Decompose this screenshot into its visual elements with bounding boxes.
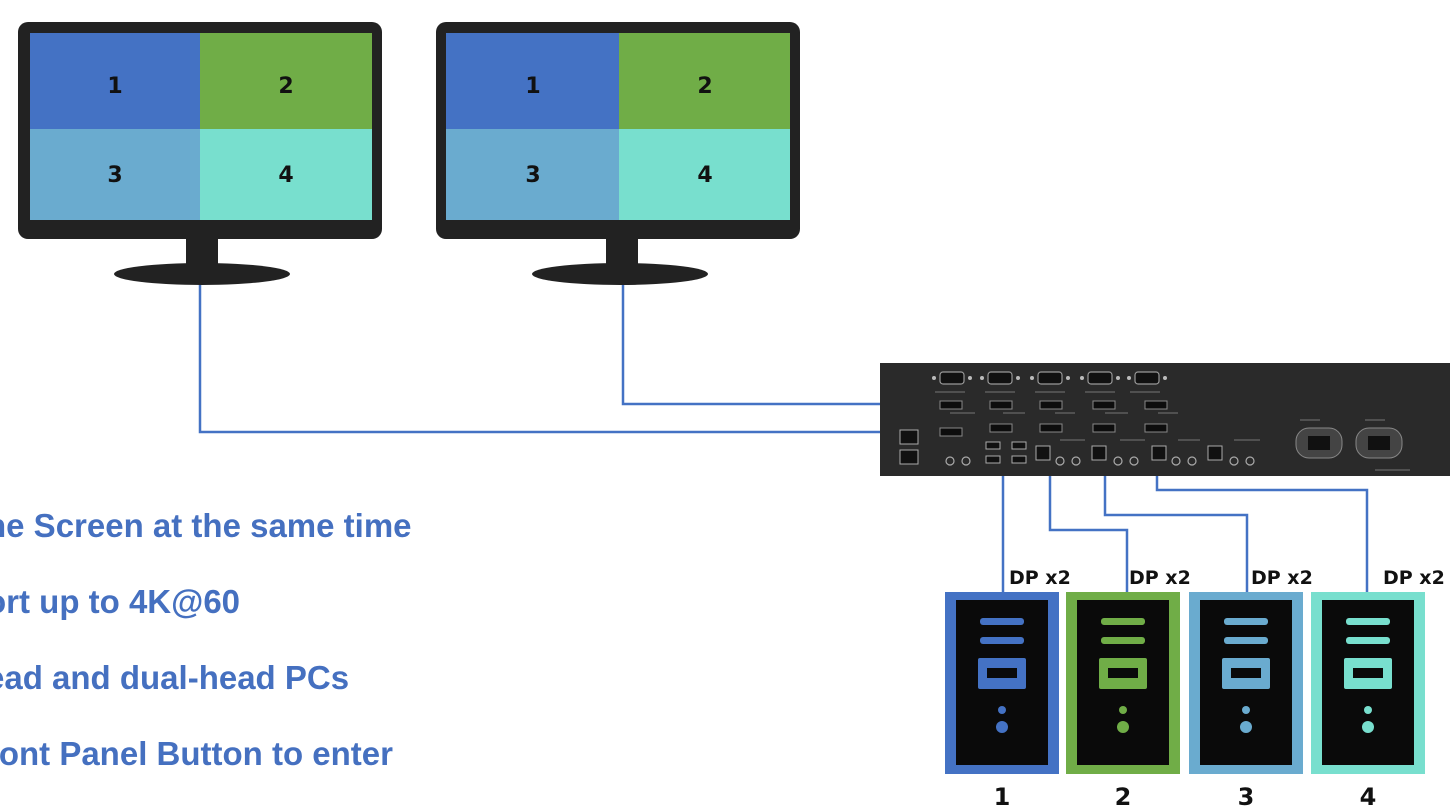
- pc-2: [1066, 592, 1180, 774]
- audio-jack: [1071, 456, 1081, 466]
- screen-quadrant-4: [619, 129, 790, 220]
- power-led: [1119, 706, 1127, 714]
- usb-port: [1011, 441, 1027, 450]
- usb-b-port: [1151, 445, 1167, 461]
- quadrant-label: 2: [697, 74, 712, 99]
- dp-cable-label: DP x2: [1251, 567, 1313, 589]
- screen-quadrant-3: [30, 129, 200, 220]
- dp-port: [1092, 400, 1116, 410]
- serial-port: [1134, 371, 1160, 385]
- serial-port: [987, 371, 1013, 385]
- monitor-stand: [532, 263, 708, 285]
- monitor-1: 1 2 3 4: [18, 22, 382, 285]
- pc-4: [1311, 592, 1425, 774]
- lan-port: [899, 449, 919, 465]
- audio-jack: [1129, 456, 1139, 466]
- quadrant-label: 4: [697, 163, 712, 188]
- usb-port: [1011, 455, 1027, 464]
- screen-quadrant-1: [446, 33, 619, 129]
- monitor-neck: [606, 237, 638, 267]
- power-button: [1240, 721, 1252, 733]
- power-led: [1364, 706, 1372, 714]
- serial-port: [1037, 371, 1063, 385]
- pc-number-label: 2: [1115, 783, 1132, 811]
- monitor-neck: [186, 237, 218, 267]
- monitor-stand: [114, 263, 290, 285]
- serial-port: [1087, 371, 1113, 385]
- dp-cable-label: DP x2: [1009, 567, 1071, 589]
- usb-b-port: [1091, 445, 1107, 461]
- quadrant-label: 3: [525, 163, 540, 188]
- power-button: [1362, 721, 1374, 733]
- serial-port: [939, 371, 965, 385]
- usb-port: [985, 455, 1001, 464]
- dp-port: [989, 400, 1013, 410]
- cable-pc-2: [1048, 440, 1129, 592]
- audio-jack: [1113, 456, 1123, 466]
- monitor-cables: [198, 280, 965, 434]
- audio-jack: [961, 456, 971, 466]
- power-led: [998, 706, 1006, 714]
- usb-b-port: [1207, 445, 1223, 461]
- screen-quadrant-2: [619, 33, 790, 129]
- screen-quadrant-2: [200, 33, 372, 129]
- power-led: [1242, 706, 1250, 714]
- pc-3: [1189, 592, 1303, 774]
- kvm-switch-rear-panel: [880, 363, 1450, 476]
- cable-monitor-1: [198, 280, 965, 434]
- feature-text: ne Screen at the same time: [0, 507, 412, 544]
- pc-number-label: 4: [1360, 783, 1377, 811]
- dp-port: [939, 400, 963, 410]
- cable-monitor-2: [621, 285, 965, 406]
- audio-jack: [1187, 456, 1197, 466]
- pc-number-label: 1: [994, 783, 1011, 811]
- quadrant-label: 1: [107, 74, 122, 99]
- dp-port: [989, 423, 1013, 433]
- dp-port: [1039, 400, 1063, 410]
- feature-text: ort up to 4K@60: [0, 583, 241, 620]
- usb-b-port: [1035, 445, 1051, 461]
- monitor-2: 1 2 3 4: [436, 22, 800, 285]
- dp-port: [1092, 423, 1116, 433]
- usb-port: [985, 441, 1001, 450]
- feature-text: ront Panel Button to enter: [0, 735, 393, 772]
- audio-jack: [1171, 456, 1181, 466]
- dp-port: [939, 427, 963, 437]
- dp-port: [1144, 423, 1168, 433]
- quadrant-label: 1: [525, 74, 540, 99]
- dp-port: [1039, 423, 1063, 433]
- audio-jack: [1055, 456, 1065, 466]
- feature-text: ead and dual-head PCs: [0, 659, 350, 696]
- quadrant-label: 3: [107, 163, 122, 188]
- lan-port: [899, 429, 919, 445]
- cable-pc-3: [1103, 440, 1249, 592]
- screen-quadrant-4: [200, 129, 372, 220]
- pc-number-label: 3: [1238, 783, 1255, 811]
- dp-cable-label: DP x2: [1129, 567, 1191, 589]
- quadrant-label: 4: [278, 163, 293, 188]
- dp-cable-label: DP x2: [1383, 567, 1445, 589]
- audio-jack: [1229, 456, 1239, 466]
- power-button: [1117, 721, 1129, 733]
- audio-jack: [945, 456, 955, 466]
- audio-jack: [1245, 456, 1255, 466]
- screen-quadrant-1: [30, 33, 200, 129]
- dp-port: [1144, 400, 1168, 410]
- quadrant-label: 2: [278, 74, 293, 99]
- pc-1: [945, 592, 1059, 774]
- screen-quadrant-3: [446, 129, 619, 220]
- power-button: [996, 721, 1008, 733]
